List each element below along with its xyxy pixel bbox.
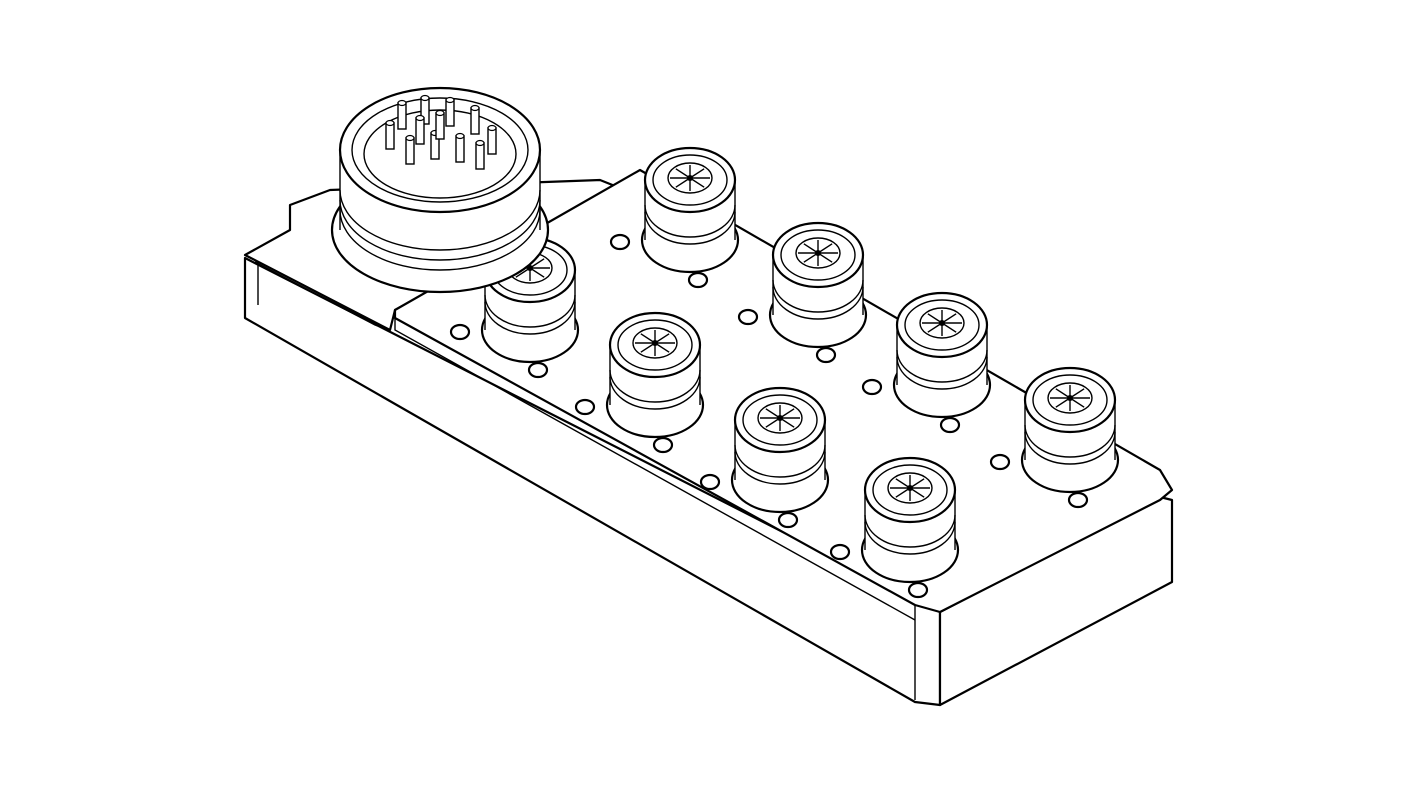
pin-socket-face [887,472,933,504]
contact-pin [397,102,407,130]
led-indicator [609,233,631,251]
led-indicator [527,361,549,379]
pin-socket-face [757,402,803,434]
led-indicator [652,436,674,454]
m12-port-connector [574,311,705,454]
contact-pin [435,112,445,140]
led-indicator [1067,491,1089,509]
contact-pin [487,127,497,155]
led-indicator [777,511,799,529]
contact-pin [385,122,395,150]
pin-socket-face [1047,382,1093,414]
led-indicator [574,398,596,416]
m12-port-connector [989,366,1120,509]
led-indicator [687,271,709,289]
port-connectors [449,146,1120,599]
contact-pin [405,137,415,165]
m12-port-connector [449,236,580,379]
m12-port-connector [699,386,830,529]
contact-pin [475,142,485,170]
m12-port-connector [609,146,740,289]
led-indicator [829,543,851,561]
led-indicator [989,453,1011,471]
pin-socket-face [795,237,841,269]
pin-socket-face [632,327,678,359]
m12-port-connector [861,291,992,434]
pin-socket-face [919,307,965,339]
led-indicator [907,581,929,599]
led-indicator [737,308,759,326]
contact-pin [455,135,465,163]
led-indicator [861,378,883,396]
contact-pin [470,107,480,135]
m12-port-connector [737,221,868,364]
contact-pin [445,99,455,127]
contact-pin [415,117,425,145]
led-indicator [699,473,721,491]
pin-socket-face [667,162,713,194]
led-indicator [939,416,961,434]
main-connector [330,86,550,294]
m12-port-connector [829,456,960,599]
led-indicator [815,346,837,364]
led-indicator [449,323,471,341]
